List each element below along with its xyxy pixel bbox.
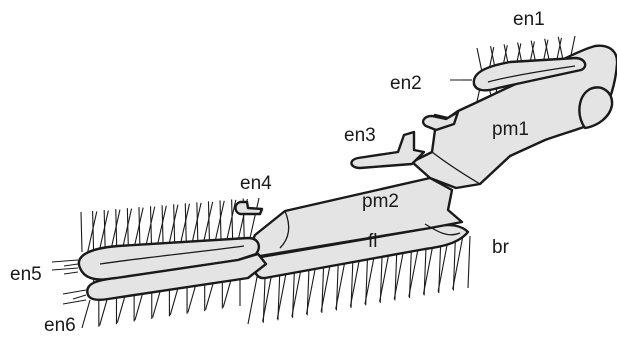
label-en5: en5	[10, 265, 42, 284]
label-br: br	[492, 238, 509, 257]
seta	[153, 290, 161, 318]
label-pm2: pm2	[362, 192, 399, 211]
seta	[116, 209, 117, 249]
seta	[63, 300, 86, 304]
seta	[52, 268, 78, 270]
seta	[52, 260, 78, 262]
seta	[477, 48, 482, 72]
seta	[188, 284, 196, 312]
seta	[64, 272, 78, 274]
seta	[127, 208, 128, 248]
label-en1: en1	[513, 10, 545, 29]
seta	[223, 279, 231, 307]
seta	[93, 211, 94, 251]
label-en3: en3	[344, 126, 376, 145]
seta	[73, 295, 86, 299]
seta	[220, 200, 221, 240]
seta	[63, 290, 86, 294]
seta	[104, 210, 105, 250]
seta	[64, 264, 78, 266]
seta	[185, 203, 186, 243]
seta	[139, 207, 140, 247]
label-en4: en4	[240, 174, 272, 193]
pm1-distal-cap	[579, 87, 612, 128]
seta	[174, 204, 175, 244]
seta	[100, 297, 108, 325]
label-fl: fl	[368, 232, 378, 251]
seta	[135, 292, 143, 320]
label-en2: en2	[390, 74, 422, 93]
seta	[170, 287, 178, 315]
seta	[208, 201, 209, 241]
seta	[248, 272, 258, 324]
seta	[206, 282, 214, 310]
seta	[151, 206, 152, 246]
seta	[117, 295, 125, 323]
seta	[81, 212, 82, 252]
seta	[197, 202, 198, 242]
label-en6: en6	[44, 316, 76, 335]
seta	[232, 199, 233, 239]
seta	[82, 300, 90, 328]
seta	[468, 236, 470, 288]
seta	[162, 205, 163, 245]
label-pm1: pm1	[492, 120, 529, 139]
